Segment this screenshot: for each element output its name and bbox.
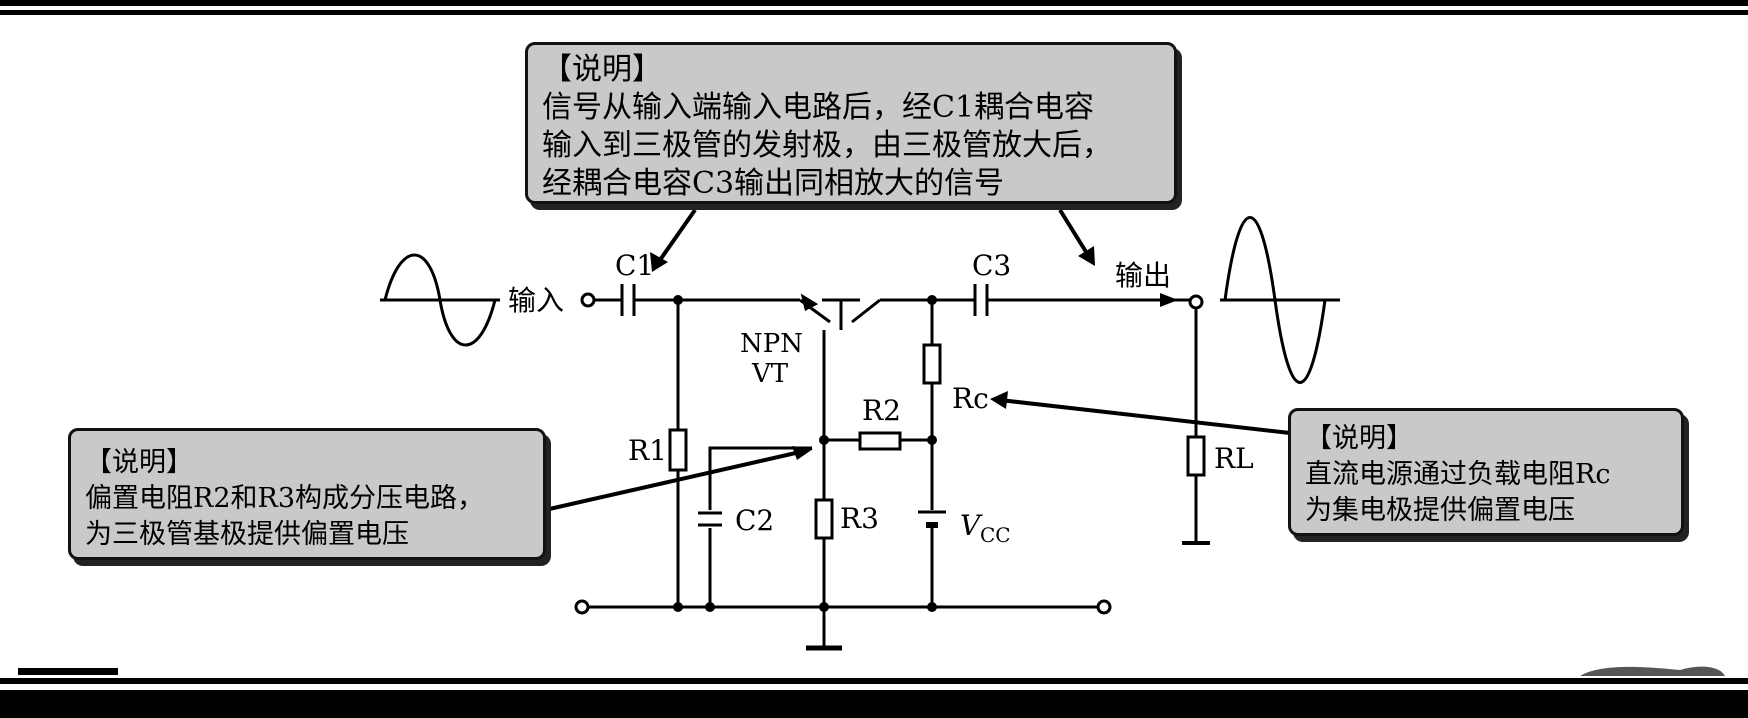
c3-label: C3 (972, 249, 1011, 282)
output-sine-wave (1223, 216, 1327, 384)
transistor-type-label: NPN (740, 329, 803, 359)
callout-right-line-2: 为集电极提供偏置电压 (1305, 495, 1575, 526)
vcc-label-main: V (960, 509, 983, 542)
arrow-to-c1 (658, 208, 697, 262)
r1-label: R1 (628, 434, 667, 467)
arrowhead-r2-node (792, 446, 813, 460)
callout-left-title: 【说明】 (85, 447, 193, 478)
callout-top-title: 【说明】 (542, 52, 662, 87)
circuit-terminals (574, 292, 1204, 615)
callout-top-line-3: 经耦合电容C3输出同相放大的信号 (542, 166, 1005, 201)
vcc-label-sub: CC (980, 523, 1011, 547)
circuit-wires (380, 208, 1340, 651)
rl-label: RL (1214, 442, 1254, 475)
input-sine-wave (383, 253, 497, 347)
rc-label: Rc (952, 382, 989, 415)
callout-right: 【说明】 直流电源通过负载电阻Rc 为集电极提供偏置电压 (1288, 408, 1684, 536)
output-label: 输出 (1115, 259, 1171, 292)
callout-left-line-2: 为三极管基极提供偏置电压 (85, 519, 409, 550)
callout-left: 【说明】 偏置电阻R2和R3构成分压电路， 为三极管基极提供偏置电压 (68, 428, 546, 560)
emitter-arrow (800, 293, 819, 311)
r2-label: R2 (862, 394, 901, 427)
r3-label: R3 (840, 502, 879, 535)
bottom-right-block (1545, 700, 1685, 718)
circuit-nodes (673, 295, 937, 612)
arrowhead-rc (990, 391, 1008, 409)
transistor-collector (851, 298, 881, 324)
transistor-name-label: VT (751, 359, 789, 389)
arrow-to-r2-node (544, 450, 801, 512)
bottom-border-thin (0, 678, 1748, 684)
bottom-mark-left (18, 668, 118, 675)
r1-resistor (668, 428, 688, 472)
bottom-border-thick (0, 690, 1748, 718)
callout-top: 【说明】 信号从输入端输入电路后，经C1耦合电容 输入到三极管的发射极，由三极管… (525, 42, 1177, 204)
r2-resistor (858, 431, 902, 451)
c2-wire-top (708, 446, 812, 510)
bottom-right-terminal (1096, 599, 1112, 615)
c1-label: C1 (615, 249, 654, 282)
output-terminal (1188, 294, 1204, 310)
top-border-thick (0, 0, 1748, 6)
bottom-left-terminal (574, 599, 590, 615)
arrow-to-c3 (1058, 208, 1090, 257)
rc-resistor (922, 343, 942, 385)
callout-top-line-1: 信号从输入端输入电路后，经C1耦合电容 (542, 90, 1095, 125)
callout-right-title: 【说明】 (1305, 423, 1413, 454)
input-label: 输入 (508, 284, 564, 317)
input-terminal (580, 292, 596, 308)
arrowhead-c1 (650, 252, 668, 272)
callout-right-line-1: 直流电源通过负载电阻Rc (1305, 459, 1611, 490)
arrowhead-c3 (1078, 246, 1095, 266)
callout-left-line-1: 偏置电阻R2和R3构成分压电路， (85, 483, 485, 514)
top-border-thin (0, 10, 1748, 15)
arrow-heads (650, 246, 1178, 460)
arrow-to-rc (999, 398, 1291, 435)
c2-label: C2 (735, 504, 774, 537)
bottom-right-scribble (1580, 666, 1725, 676)
rl-resistor (1186, 435, 1206, 477)
r3-resistor (814, 498, 834, 540)
output-arrow (1160, 293, 1178, 307)
callout-top-line-2: 输入到三极管的发射极，由三极管放大后， (542, 128, 1112, 163)
